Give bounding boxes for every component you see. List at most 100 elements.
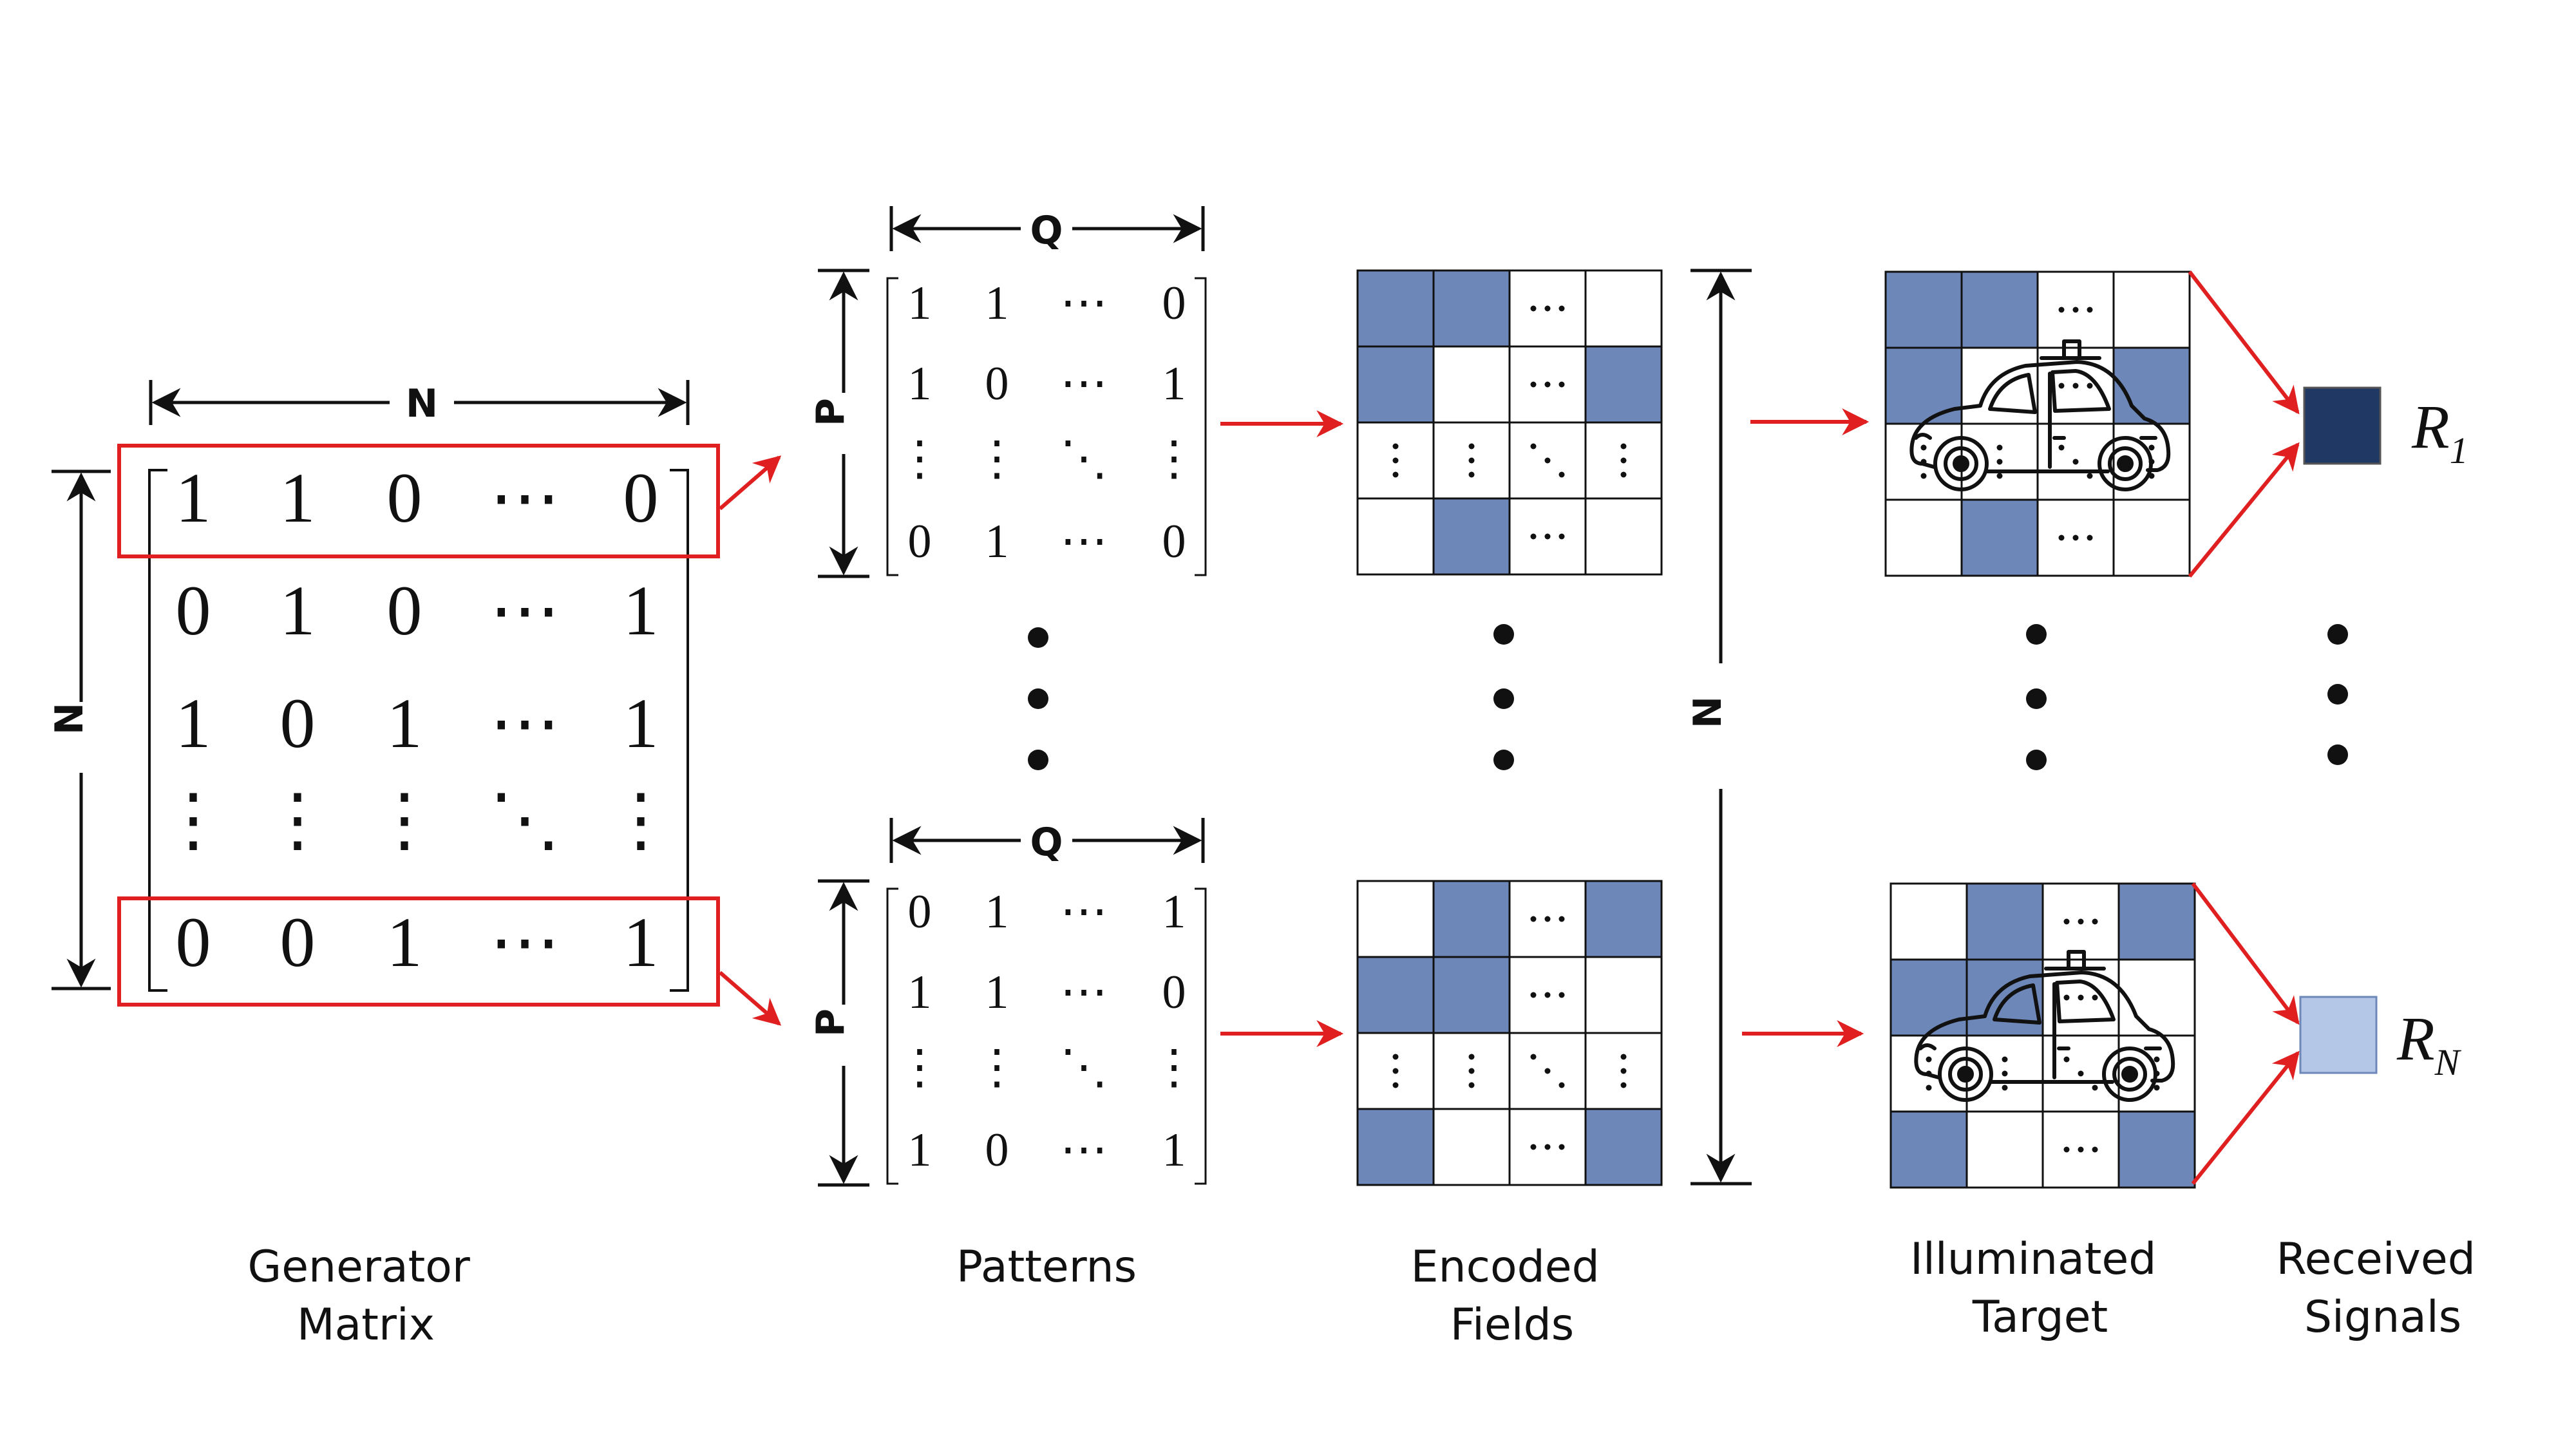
field-cell (1965, 882, 2044, 961)
matrix-entry: ⋯ (489, 571, 560, 650)
field-cell (1584, 880, 1663, 958)
field-cell (1584, 345, 1663, 424)
pattern-entry: ⋮ (896, 433, 943, 486)
field-cell (1432, 880, 1511, 958)
pattern-entry: 1 (985, 277, 1009, 330)
pattern-entry: 1 (1162, 886, 1186, 938)
highlight-first-row (117, 444, 720, 558)
pattern-entry: ⋮ (1150, 433, 1198, 486)
arrow-rowN-to-pattern (719, 971, 782, 1026)
signal-label-r1: R1 (2411, 392, 2468, 471)
dim-label-n-vertical: N (47, 703, 92, 735)
pattern-entry: 1 (985, 515, 1009, 568)
field-cell (1432, 1108, 1511, 1186)
received-signal-rn (2299, 996, 2378, 1074)
field-cell (1356, 497, 1435, 576)
pattern-entry: 1 (908, 966, 932, 1019)
patterns-ellipsis (1028, 627, 1048, 770)
matrix-entry: ⋯ (489, 903, 560, 981)
matrix-entry: ⋮ (262, 781, 333, 859)
label-received-signals: Received Signals (2276, 1234, 2489, 1343)
field-cell (1432, 269, 1511, 348)
field-cell (1960, 498, 2039, 577)
field-cell (1356, 269, 1435, 348)
matrix-entry: 1 (623, 571, 659, 650)
field-cell (2117, 882, 2196, 961)
field-cell (1884, 270, 1963, 349)
pattern-entry: ⋮ (1150, 1041, 1198, 1094)
matrix-entry: ⋮ (158, 781, 229, 859)
field-cell (2112, 346, 2191, 425)
pattern-entry: ⋱ (1060, 433, 1108, 486)
field-cell (1960, 270, 2039, 349)
matrix-entry: 1 (176, 459, 211, 537)
field-cell (1965, 1110, 2044, 1189)
field-cell (1889, 1110, 1968, 1189)
field-cell (1884, 346, 1963, 425)
matrix-entry: ⋯ (489, 459, 560, 537)
pattern-entry: ⋯ (1060, 886, 1108, 938)
received-signal-r1 (2303, 386, 2382, 465)
right-bracket (670, 469, 689, 992)
encoded-field-top (1356, 269, 1663, 576)
pattern-entry: ⋮ (896, 1041, 943, 1094)
matrix-entry: 0 (176, 571, 211, 650)
field-cell (2117, 958, 2196, 1037)
illuminated-target-top (1884, 270, 2191, 577)
field-cell (2112, 270, 2191, 349)
encoded-n-dimension: N (1685, 269, 1752, 1186)
car-illustration (1914, 950, 2175, 1102)
encoded-field-bottom (1356, 880, 1663, 1186)
field-cell (1584, 497, 1663, 576)
pattern-entry: ⋯ (1060, 277, 1108, 330)
field-cell (1889, 882, 1968, 961)
funnel-bottom-lower (2191, 1050, 2300, 1185)
matrix-entry: ⋱ (489, 781, 560, 859)
field-cell (1584, 956, 1663, 1034)
field-cell (1889, 958, 1968, 1037)
pattern-entry: ⋮ (973, 433, 1021, 486)
funnel-top-upper (2188, 270, 2300, 415)
matrix-entry: ⋮ (605, 781, 676, 859)
label-patterns: Patterns (956, 1242, 1137, 1293)
field-cell (1584, 1108, 1663, 1186)
pattern-entry: 0 (985, 1124, 1009, 1177)
pattern-entry: ⋯ (1060, 1124, 1108, 1177)
funnel-top-lower (2188, 442, 2300, 578)
matrix-entry: 1 (623, 903, 659, 981)
pattern-entry: 1 (908, 1124, 932, 1177)
matrix-entry: 0 (387, 459, 422, 537)
dim-label-p: P (808, 398, 853, 426)
generator-height-dimension: N (47, 469, 111, 990)
matrix-entry: 1 (280, 571, 316, 650)
signal-label-rn: RN (2396, 1004, 2462, 1083)
label-illuminated-target: Illuminated Target (1910, 1234, 2170, 1343)
field-cell (2117, 1110, 2196, 1189)
matrix-entry: 0 (623, 459, 659, 537)
field-cell (1356, 345, 1435, 424)
label-encoded-fields: Encoded Fields (1411, 1242, 1614, 1350)
pattern-entry: 0 (908, 515, 932, 568)
pattern-entry: 0 (908, 886, 932, 938)
matrix-entry: 0 (280, 684, 316, 762)
illuminated-ellipsis (2026, 624, 2047, 770)
matrix-entry: ⋯ (489, 684, 560, 762)
pattern-entry: 0 (1162, 515, 1186, 568)
matrix-entry: 1 (280, 459, 316, 537)
pattern-entry: 0 (985, 357, 1009, 410)
pattern-entry: ⋱ (1060, 1041, 1108, 1094)
field-cell (1432, 497, 1511, 576)
pattern-entry: 0 (1162, 277, 1186, 330)
matrix-entry: 1 (623, 684, 659, 762)
field-cell (1584, 269, 1663, 348)
encoded-ellipsis (1493, 624, 1514, 770)
left-bracket (148, 469, 167, 992)
dim-label-q: Q (1030, 208, 1063, 253)
arrow-row1-to-pattern (719, 455, 782, 511)
pattern-entry: 1 (985, 966, 1009, 1019)
